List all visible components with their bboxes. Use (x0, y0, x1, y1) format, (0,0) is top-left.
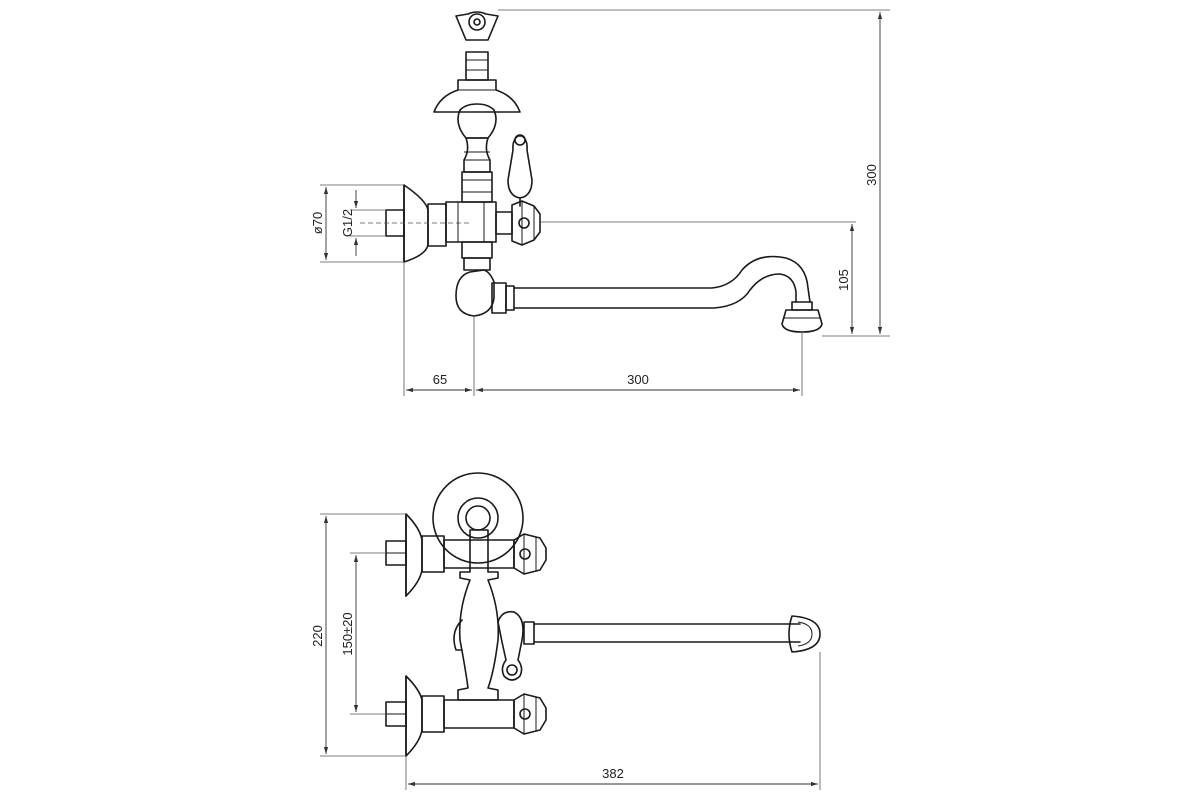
mixer-body (445, 201, 513, 243)
spout-reach-label: 300 (627, 372, 649, 387)
dimension-inlet-spacing: 150±20 (340, 552, 386, 715)
lever-top (497, 610, 524, 681)
inlet-spacing-label: 150±20 (340, 612, 355, 655)
dimension-spout-height: 105 (540, 221, 856, 334)
cross-handle (511, 200, 541, 246)
dimension-thread: G1/2 (340, 190, 386, 256)
upper-wall-flange (385, 513, 445, 597)
shower-column (433, 11, 521, 203)
total-width-label: 382 (602, 766, 624, 781)
lower-wall-flange (385, 675, 445, 757)
top-total-height-label: 220 (310, 625, 325, 647)
side-view: 300 105 ø70 G1/2 65 30 (310, 9, 890, 396)
dimension-flange-diameter: ø70 (310, 184, 404, 263)
thread-label: G1/2 (340, 209, 355, 237)
dimension-wall-offset: 65 (403, 262, 475, 396)
spout-connector (455, 241, 515, 317)
wall-offset-label: 65 (433, 372, 447, 387)
spout (513, 255, 823, 333)
lever-handle (507, 134, 533, 207)
flange-diameter-label: ø70 (310, 212, 325, 234)
shower-disc (432, 472, 524, 564)
central-mixer-body (453, 529, 500, 701)
dimension-total-width: 382 (405, 652, 821, 790)
upper-valve-body (443, 533, 547, 575)
wall-flange (403, 184, 447, 263)
dimension-spout-reach: 300 (476, 332, 803, 396)
dimension-top-total-height: 220 (310, 513, 406, 757)
top-view: 220 150±20 382 (310, 472, 821, 790)
total-height-label: 300 (864, 164, 879, 186)
dimension-total-height: 300 (498, 9, 890, 337)
spout-height-label: 105 (836, 269, 851, 291)
inlet-thread (360, 209, 470, 237)
spout-top (523, 615, 821, 653)
